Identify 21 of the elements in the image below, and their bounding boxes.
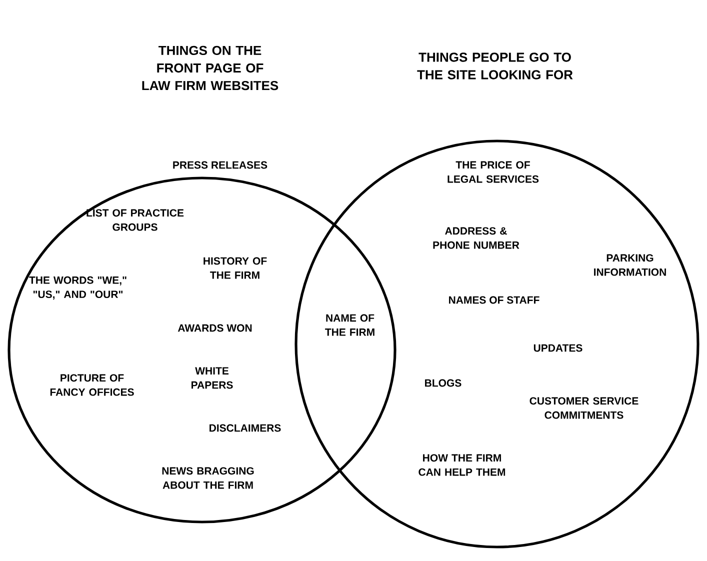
item-label: HOW THE FIRM CAN HELP THEM [418,454,506,476]
item-label: UPDATES [534,344,582,352]
item-label: NEWS BRAGGING ABOUT THE FIRM [162,467,254,489]
item-label: AWARDS WON [178,324,252,332]
item-label: NAME OF THE FIRM [325,314,374,336]
venn-circle [8,176,396,524]
item-label: CUSTOMER SERVICE COMMITMENTS [530,397,638,419]
heading: THINGS PEOPLE GO TO THE SITE LOOKING FOR [417,52,573,80]
item-label: THE WORDS "WE," "US," AND "OUR" [29,276,126,300]
item-label: PICTURE OF FANCY OFFICES [50,374,134,396]
item-label: PARKING INFORMATION [594,254,666,276]
item-label: WHITE PAPERS [192,367,233,389]
item-label: THE PRICE OF LEGAL SERVICES [448,161,539,183]
heading: THINGS ON THE FRONT PAGE OF LAW FIRM WEBSITES [142,46,278,90]
item-label: NAMES OF STAFF [449,296,540,304]
venn-circle [294,140,700,548]
item-label: PRESS RELEASES [173,161,268,169]
item-label: BLOGS [425,379,462,387]
item-label: ADDRESS & PHONE NUMBER [433,227,520,249]
item-label: HISTORY OF THE FIRM [204,257,267,279]
item-label: DISCLAIMERS [210,424,281,432]
